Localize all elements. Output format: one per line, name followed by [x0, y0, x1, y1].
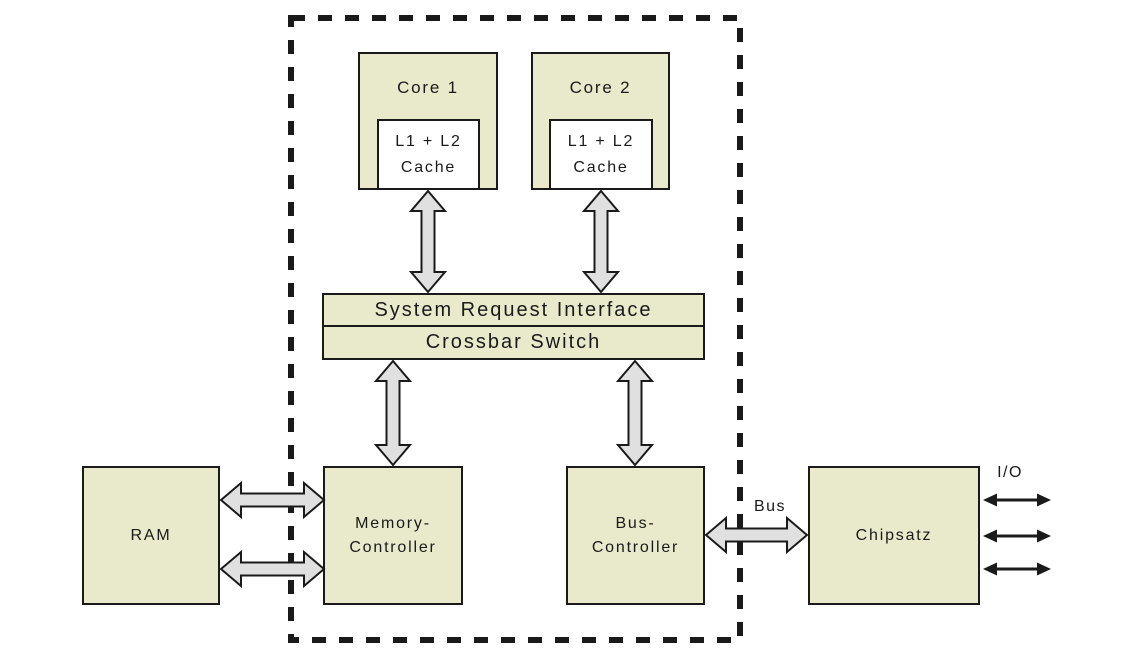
- arrow-cache2-sri: [581, 189, 621, 294]
- arrow-chipset-io-2: [983, 529, 1051, 543]
- ram-label: RAM: [130, 526, 172, 544]
- memory-controller-box: Memory- Controller: [323, 466, 463, 605]
- crossbar-switch-label: Crossbar Switch: [425, 331, 602, 353]
- ram-box: RAM: [82, 466, 220, 605]
- arrow-ram-memory-controller-lower: [219, 549, 326, 589]
- chipset-box: Chipsatz: [808, 466, 980, 605]
- arrow-bus-controller-chipset: [704, 515, 809, 555]
- core1-label: Core 1: [397, 78, 459, 97]
- io-label: I/O: [997, 464, 1023, 481]
- bus-controller-label: Bus- Controller: [591, 515, 680, 556]
- system-request-interface-bar: System Request Interface: [322, 293, 705, 327]
- bus-controller-box: Bus- Controller: [566, 466, 705, 605]
- arrow-chipset-io-1: [983, 493, 1051, 507]
- cache2-label: L1 + L2 Cache: [567, 132, 635, 176]
- memory-controller-label: Memory- Controller: [349, 515, 437, 556]
- bus-label: Bus: [753, 498, 787, 515]
- arrow-crossbar-bus-controller: [615, 359, 655, 467]
- arrow-crossbar-memory-controller: [373, 359, 413, 467]
- chipset-label: Chipsatz: [855, 526, 933, 544]
- cache1-label: L1 + L2 Cache: [395, 132, 462, 176]
- cache1-box: L1 + L2 Cache: [377, 119, 480, 190]
- cache2-box: L1 + L2 Cache: [549, 119, 653, 190]
- arrow-chipset-io-3: [983, 562, 1051, 576]
- arrow-cache1-sri: [408, 189, 448, 294]
- system-request-interface-label: System Request Interface: [374, 298, 653, 321]
- crossbar-switch-bar: Crossbar Switch: [322, 325, 705, 360]
- core2-label: Core 2: [569, 78, 632, 97]
- arrow-ram-memory-controller-upper: [219, 480, 326, 520]
